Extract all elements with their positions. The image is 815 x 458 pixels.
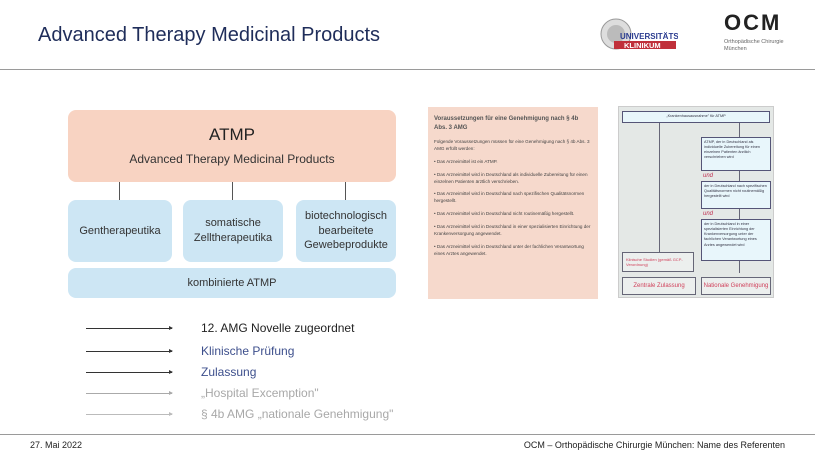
arrow-icon (86, 349, 173, 353)
ocm-logo: OCM (724, 10, 782, 35)
list-item: Klinische Prüfung (201, 344, 295, 358)
requirement-item: Das Arzneimittel ist ein ATMP. (434, 159, 592, 166)
slide-title: Advanced Therapy Medicinal Products (38, 24, 381, 46)
flowchart-condition-1: ATMP, der in Deutschland als individuell… (701, 137, 771, 171)
requirement-item: Das Arzneimittel wird in Deutschland unt… (434, 244, 592, 258)
category-cell-therapy: somatische Zelltherapeutika (183, 200, 283, 262)
flowchart-condition-3: der in Deutschland in einer spezialisier… (701, 219, 771, 261)
combined-atmp: kombinierte ATMP (68, 268, 396, 298)
connector (232, 182, 233, 200)
arrow-icon (86, 326, 173, 330)
flowchart-top: „Krankenhausausnahme" für ATMP (622, 111, 770, 123)
connector (345, 182, 346, 200)
requirements-panel: Voraussetzungen für eine Genehmigung nac… (428, 107, 598, 299)
connector (119, 182, 120, 200)
flowchart-panel: „Krankenhausausnahme" für ATMP ATMP, der… (618, 106, 774, 298)
arrow-icon (86, 391, 173, 395)
footer-text: OCM – Orthopädische Chirurgie München: N… (523, 440, 785, 450)
arrow-icon (86, 370, 173, 374)
flowchart-and: und (703, 211, 714, 217)
flowchart-central-approval: Zentrale Zulassung (622, 277, 696, 295)
requirement-item: Das Arzneimittel wird in Deutschland nac… (434, 191, 592, 205)
requirements-heading: Voraussetzungen für eine Genehmigung nac… (434, 116, 579, 131)
list-item: Zulassung (201, 365, 257, 379)
university-clinic-logo: UNIVERSITÄTS KLINIKUM (600, 18, 678, 50)
flowchart-clinical-studies: Klinische Studien (gemäß GCP-Verordnung) (622, 252, 694, 272)
flowchart-condition-2: der in Deutschland nach spezifischen Qua… (701, 181, 771, 209)
list-item: § 4b AMG „nationale Genehmigung" (201, 407, 394, 421)
flowchart-and: und (703, 173, 714, 179)
list-item: 12. AMG Novelle zugeordnet (201, 321, 355, 335)
flowchart-national-approval: Nationale Genehmigung (701, 277, 771, 295)
atmp-box: ATMP Advanced Therapy Medicinal Products (68, 110, 396, 182)
category-tissue-products: biotechnologisch bearbeitete Gewebeprodu… (296, 200, 396, 262)
requirement-item: Das Arzneimittel wird in Deutschland nic… (434, 211, 592, 218)
footer-date: 27. Mai 2022 (30, 440, 83, 450)
ocm-subtitle: Orthopädische Chirurgie (724, 39, 784, 45)
list-item: „Hospital Excemption" (201, 386, 319, 400)
header-divider (0, 69, 815, 70)
ocm-subtitle-city: München (724, 46, 747, 52)
footer-divider (0, 434, 815, 435)
requirement-item: Das Arzneimittel wird in Deutschland als… (434, 172, 592, 186)
svg-text:KLINIKUM: KLINIKUM (624, 41, 661, 50)
atmp-subtitle: Advanced Therapy Medicinal Products (129, 152, 335, 167)
requirement-item: Das Arzneimittel wird in Deutschland in … (434, 224, 592, 238)
category-gene-therapy: Gentherapeutika (68, 200, 172, 262)
svg-text:UNIVERSITÄTS: UNIVERSITÄTS (620, 32, 678, 41)
arrow-icon (86, 412, 173, 416)
requirements-intro: Folgende Voraussetzungen müssen für eine… (434, 139, 590, 151)
atmp-title: ATMP (209, 125, 255, 145)
